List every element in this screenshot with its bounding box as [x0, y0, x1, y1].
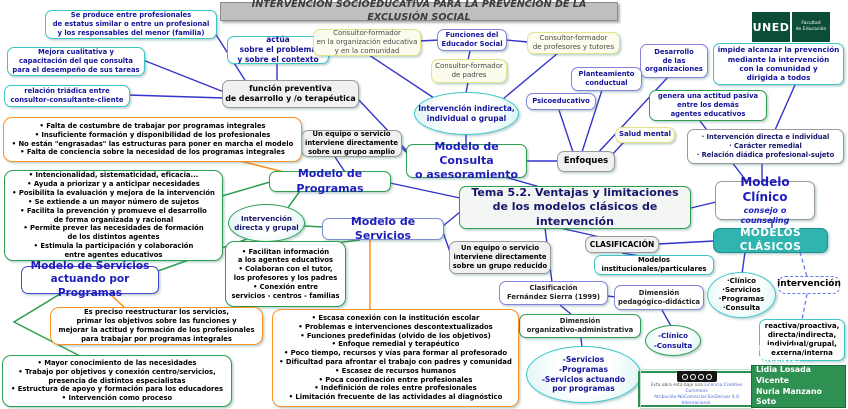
- concept-consultor-organizacion: Consultor-formador en la organización ed…: [313, 29, 421, 56]
- concept-clinico-consulta: -Clínico -Consulta: [645, 325, 701, 356]
- topic-tema-5-2: Tema 5.2. Ventajas y limitaciones de los…: [459, 186, 691, 229]
- concept-lista-modelos: ·Clínico ·Servicios ·Programas ·Consulta: [707, 272, 776, 318]
- uned-faculty-text: Facultad de Educación: [792, 12, 830, 42]
- cc-license-prefix: Esta obra está bajo una: [650, 383, 703, 389]
- label-clasificacion: CLASIFICACIÓN: [585, 236, 659, 253]
- uned-logo-text: UNED: [752, 12, 790, 42]
- concept-desarrollo-organizaciones: Desarrollo de las organizaciones: [640, 44, 708, 78]
- cc-license-link-1[interactable]: Licencia Creative Commons: [685, 383, 743, 395]
- list-ventajas-servicios: • Facilitan información a los agentes ed…: [225, 241, 346, 307]
- cc-license-link-2[interactable]: Atribución-NoComercial-SinDerivar 4.0 In…: [654, 395, 739, 406]
- concept-mejora-cualitativa: Mejora cualitativa y capacitación del qu…: [7, 47, 145, 76]
- concept-impide-alcanzar: impide alcanzar la prevención mediante l…: [713, 43, 844, 85]
- concept-dimension-organizativa: Dimensión organizativo-administrativa: [519, 314, 641, 338]
- label-modelos-clasicos: MODELOS CLÁSICOS: [713, 227, 828, 253]
- concept-psicoeducativo: Psicoeducativo: [526, 93, 596, 110]
- page-title: INTERVENCIÓN SOCIOEDUCATIVA PARA LA PREV…: [220, 0, 618, 23]
- list-limitaciones-programas: • Falta de costumbre de trabajar por pro…: [3, 117, 302, 162]
- concept-consultor-padres: Consultor-formador de padres: [431, 59, 507, 83]
- concept-salud-mental: Salud mental: [615, 127, 675, 143]
- concept-modelos-institucionales: Modelos institucionales/particulares: [594, 255, 714, 275]
- concept-equipo-grupo-amplio: Un equipo o servicio interviene directam…: [301, 130, 402, 157]
- model-clinico-subtitle: consejo o counseling: [740, 205, 790, 226]
- concept-equipo-grupo-reducido: Un equipo o servicio interviene directam…: [449, 241, 551, 274]
- model-programas: Modelo de Programas: [269, 167, 391, 195]
- cc-license-text: Esta obra está bajo una Licencia Creativ…: [644, 383, 749, 407]
- concept-genera-actitud-pasiva: genera una actitud pasiva entre los demá…: [649, 90, 767, 121]
- model-consulta: Modelo de Consulta o asesoramiento: [406, 140, 527, 181]
- cc-license-box: Esta obra está bajo una Licencia Creativ…: [638, 369, 755, 409]
- model-servicios-programas: Modelo de Servicios actuando por Program…: [21, 260, 159, 299]
- concept-intervencion-directa-grupal: Intervención directa y grupal: [228, 204, 305, 242]
- concept-actua: actúa sobre el problema y sobre el conte…: [227, 35, 329, 64]
- concept-rasgos-modelo-clinico: · Intervención directa e individual · Ca…: [687, 129, 844, 164]
- model-servicios: Modelo de Servicios: [322, 215, 444, 242]
- concept-planteamiento-conductual: Planteamiento conductual: [571, 67, 642, 91]
- concept-enfoques: Enfoques: [557, 151, 615, 172]
- list-ventajas-programas: • Intencionalidad, sistematicidad, efica…: [4, 170, 223, 261]
- cc-license-inner: Esta obra está bajo una Licencia Creativ…: [640, 369, 753, 409]
- concept-intervencion-tipos-titulo: intervención: [777, 276, 841, 294]
- teaching-team-credits: © EQUIPO DOCENTE: Lidia Losada Vicente N…: [751, 344, 846, 409]
- cc-badge-icon: [676, 371, 717, 383]
- concept-intervencion-indirecta: Intervención indirecta, individual o gru…: [414, 92, 519, 135]
- model-clinico: Modelo Clínico consejo o counseling: [715, 175, 815, 225]
- concept-funcion-preventiva: función preventiva de desarrollo y /o te…: [222, 80, 359, 108]
- model-clinico-title: Modelo Clínico: [740, 174, 790, 205]
- list-reestructurar: Es preciso reestructurar los servicios, …: [50, 307, 263, 345]
- concept-relacion-triadica: relación triádica entre consultor-consul…: [4, 85, 130, 107]
- concept-clasificacion-fernandez: Clasificación Fernández Sierra (1999): [499, 281, 608, 305]
- concept-se-produce: Se produce entre profesionales de estatu…: [45, 10, 217, 39]
- concept-funciones-educador: Funciones del Educador Social: [437, 29, 507, 51]
- list-ventajas-servicios-programas: • Mayor conocimiento de las necesidades …: [2, 355, 232, 407]
- concept-consultor-profesores: Consultor-formador de profesores y tutor…: [527, 32, 620, 54]
- concept-dimension-pedagogica: Dimensión pedagógico-didáctica: [614, 285, 704, 310]
- uned-logo: UNED Facultad de Educación: [752, 12, 830, 42]
- concept-servicios-por-programas: -Servicios -Programas -Servicios actuand…: [526, 346, 641, 403]
- list-limitaciones-servicios: • Escasa conexión con la institución esc…: [272, 309, 519, 407]
- concept-intervencion-tipos: reactiva/proactiva, directa/indirecta, i…: [759, 319, 845, 361]
